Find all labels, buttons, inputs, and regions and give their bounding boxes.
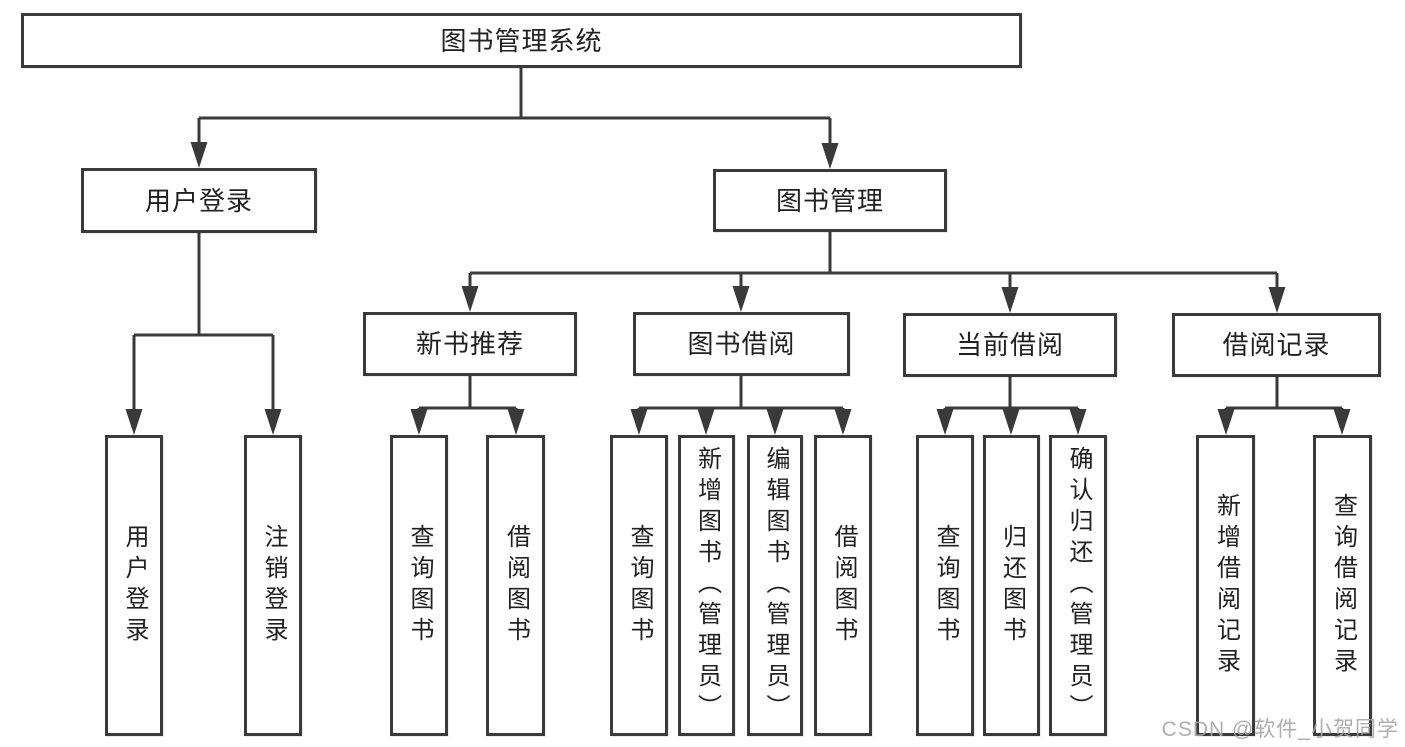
leaf-query-borrow-record: 查询借阅记录 (1313, 435, 1372, 736)
node-borrowing-records: 借阅记录 (1172, 313, 1381, 377)
node-new-book-recommendation: 新书推荐 (363, 312, 577, 376)
leaf-borrow-books: 借阅图书 (814, 435, 872, 736)
node-book-borrowing: 图书借阅 (633, 312, 850, 376)
leaf-confirm-return-admin: 确认归还（管理员） (1049, 435, 1107, 736)
leaf-logout: 注销登录 (244, 435, 302, 736)
node-book-management: 图书管理 (713, 169, 947, 232)
node-current-borrowing: 当前借阅 (903, 313, 1117, 377)
node-user-login: 用户登录 (81, 168, 317, 233)
leaf-add-books-admin: 新增图书（管理员） (678, 435, 735, 736)
leaf-add-borrow-record: 新增借阅记录 (1196, 435, 1255, 736)
node-library-management-system: 图书管理系统 (21, 13, 1022, 68)
leaf-borrow-books-recommend: 借阅图书 (486, 435, 545, 736)
csdn-watermark: CSDN @软件_小贺同学 (1161, 718, 1399, 741)
leaf-edit-books-admin: 编辑图书（管理员） (747, 435, 803, 736)
leaf-return-books: 归还图书 (983, 435, 1040, 736)
leaf-query-books-borrowing: 查询图书 (610, 435, 668, 736)
leaf-query-books-current: 查询图书 (916, 435, 974, 736)
leaf-user-login: 用户登录 (105, 435, 163, 736)
leaf-query-books-recommend: 查询图书 (390, 435, 448, 736)
